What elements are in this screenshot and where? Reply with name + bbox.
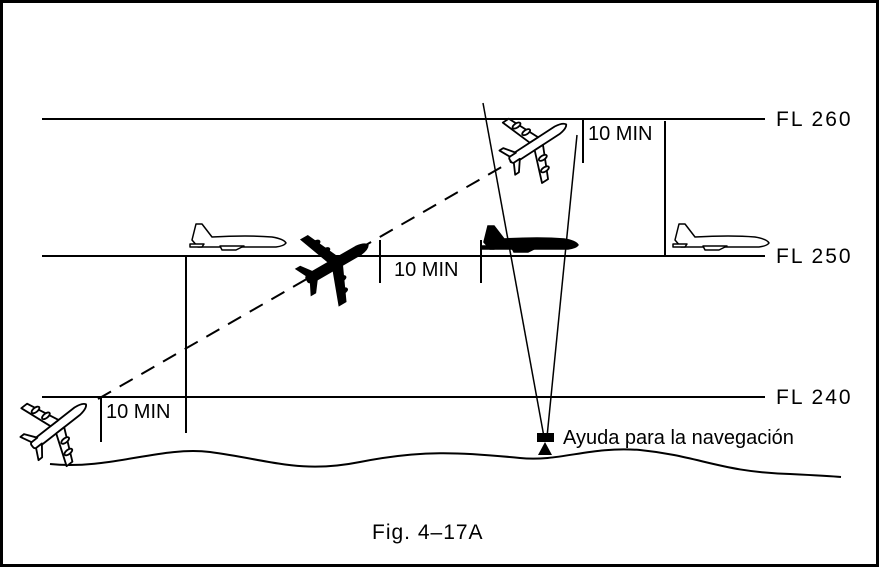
fl-260-label: FL 260 (776, 108, 853, 131)
airplane-side-icon (481, 225, 579, 253)
fl-240-label: FL 240 (776, 386, 853, 409)
terrain-line (49, 448, 842, 478)
interval-label-middle: 10 MIN (394, 259, 458, 281)
airplane-climbing-icon (5, 374, 110, 479)
interval-label-lower: 10 MIN (106, 401, 170, 423)
figure-caption: Fig. 4–17A (372, 521, 484, 544)
airplane-climbing-icon (486, 93, 587, 194)
navaid-cone-right (546, 134, 578, 438)
navaid-cone-left (482, 102, 545, 438)
airplane-side-icon (672, 223, 770, 251)
navaid-label: Ayuda para la navegación (563, 427, 794, 449)
fl-250-label: FL 250 (776, 245, 853, 268)
airplane-side-icon (189, 223, 287, 251)
navigation-aid-icon (537, 433, 554, 455)
interval-label-upper: 10 MIN (588, 123, 652, 145)
airplane-climbing-icon (284, 211, 388, 316)
climb-path-dashed (97, 160, 513, 400)
